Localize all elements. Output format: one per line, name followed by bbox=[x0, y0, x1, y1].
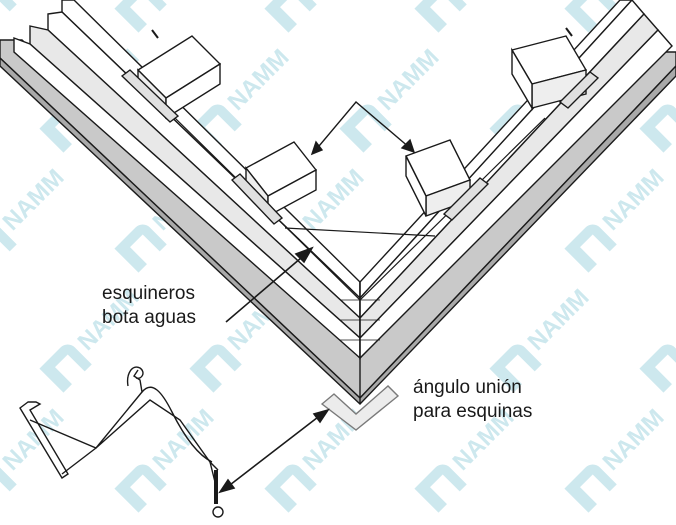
watermark-text: NAMM bbox=[373, 44, 445, 116]
watermark-text: NAMM bbox=[148, 404, 220, 476]
watermark-tile: NAMM bbox=[564, 404, 670, 513]
watermark-text: NAMM bbox=[223, 44, 295, 116]
watermark-logo-icon bbox=[114, 224, 167, 273]
watermark-logo-icon bbox=[114, 0, 167, 33]
watermark-logo-icon bbox=[0, 0, 17, 33]
watermark-logo-icon bbox=[39, 344, 92, 393]
angle-profile-leader bbox=[218, 408, 330, 494]
arrowhead-angle bbox=[312, 408, 330, 424]
watermark-logo-icon bbox=[414, 0, 467, 33]
watermark-logo-icon bbox=[339, 104, 392, 153]
watermark-text: NAMM bbox=[523, 284, 595, 356]
profile-section bbox=[19, 366, 224, 518]
watermark-text: NAMM bbox=[0, 164, 70, 236]
corner-flashing-leader bbox=[225, 246, 314, 323]
watermark-logo-icon bbox=[189, 344, 242, 393]
wall-strip-right-3 bbox=[359, 12, 659, 340]
watermark-tile: NAMM bbox=[564, 164, 670, 273]
arrowhead-left bbox=[310, 140, 324, 156]
watermark-logo-icon bbox=[0, 464, 17, 513]
watermark-tile: NAMM bbox=[0, 164, 70, 273]
bracket-blocks bbox=[120, 35, 600, 225]
watermark-text: NAMM bbox=[598, 164, 670, 236]
watermark-tile: NAMM bbox=[639, 284, 676, 393]
watermark-logo-icon bbox=[564, 464, 617, 513]
watermark-logo-icon bbox=[639, 344, 676, 393]
corner-angle-piece bbox=[320, 385, 400, 431]
watermark-logo-icon bbox=[0, 224, 17, 273]
watermark-tile: NAMM bbox=[114, 0, 167, 33]
dimension-arrows bbox=[310, 101, 416, 156]
watermark-logo-icon bbox=[114, 464, 167, 513]
arrowhead-flashing bbox=[294, 246, 314, 264]
watermark-logo-icon bbox=[564, 224, 617, 273]
bracket-block-middle-left bbox=[230, 141, 318, 225]
watermark-logo-icon bbox=[639, 104, 676, 153]
watermark-tile: NAMM bbox=[414, 0, 467, 33]
label-corner-flashing-line-2: bota aguas bbox=[102, 307, 197, 328]
label-corner-angle-line-1: ángulo unión bbox=[413, 377, 522, 398]
arrowhead-right bbox=[400, 138, 416, 154]
watermark-tile: NAMM bbox=[264, 0, 317, 33]
watermark-text: NAMM bbox=[598, 404, 670, 476]
wall-strip-right-2 bbox=[359, 0, 645, 320]
bracket-block-upper-left bbox=[120, 35, 222, 123]
watermark-logo-icon bbox=[414, 464, 467, 513]
watermark-logo-icon bbox=[264, 0, 317, 33]
arrowhead-profile bbox=[218, 478, 236, 494]
tick-marks bbox=[151, 27, 573, 39]
watermark-tile: NAMM bbox=[339, 44, 445, 153]
watermark-tile: NAMM bbox=[564, 0, 617, 33]
watermark-logo-icon bbox=[489, 344, 542, 393]
label-corner-flashing-line-1: esquineros bbox=[102, 283, 195, 304]
watermark-logo-icon bbox=[564, 0, 617, 33]
watermark-tile: NAMM bbox=[0, 404, 70, 513]
bracket-block-middle-right bbox=[405, 139, 490, 221]
label-corner-angle-line-2: para esquinas bbox=[413, 401, 533, 422]
watermark-logo-icon bbox=[264, 464, 317, 513]
bracket-block-upper-right bbox=[510, 35, 600, 111]
